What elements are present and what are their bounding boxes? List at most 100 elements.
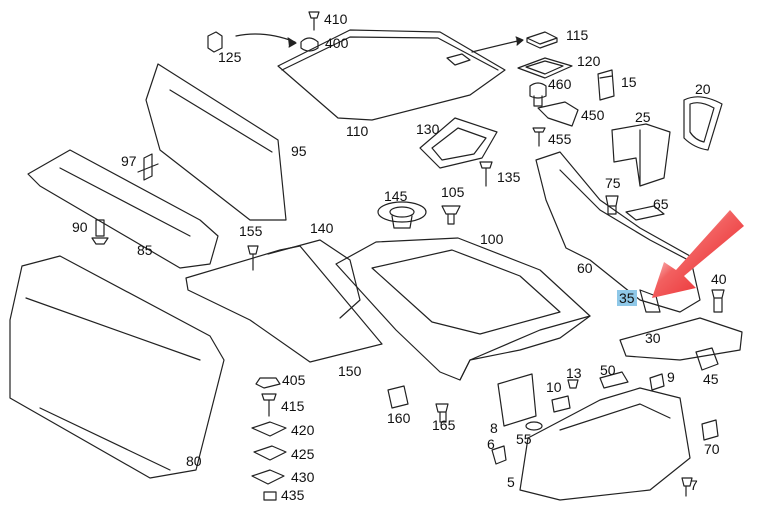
callout-135: 135 bbox=[497, 169, 521, 185]
part-405-washer bbox=[255, 377, 281, 389]
callout-125: 125 bbox=[218, 49, 242, 65]
part-100-tub bbox=[335, 237, 591, 381]
part-97-stud bbox=[137, 153, 159, 181]
callout-155: 155 bbox=[239, 223, 263, 239]
callout-30: 30 bbox=[645, 330, 661, 346]
part-120-frame bbox=[517, 57, 573, 79]
callout-10: 10 bbox=[546, 379, 562, 395]
callout-60: 60 bbox=[577, 260, 593, 276]
part-95-panel bbox=[145, 63, 287, 221]
part-400-knob bbox=[300, 37, 319, 52]
part-115-handle bbox=[526, 31, 558, 49]
part-75 bbox=[605, 195, 619, 215]
part-40 bbox=[711, 289, 725, 313]
callout-435: 435 bbox=[281, 487, 305, 503]
callout-5: 5 bbox=[507, 474, 515, 490]
callout-55: 55 bbox=[516, 431, 532, 447]
part-105 bbox=[441, 205, 461, 225]
part-13 bbox=[567, 379, 579, 389]
part-80-seatback bbox=[9, 255, 225, 479]
part-410-screw bbox=[308, 11, 320, 31]
callout-80: 80 bbox=[186, 453, 202, 469]
callout-410: 410 bbox=[324, 11, 348, 27]
part-30-bar bbox=[619, 317, 743, 361]
part-450-bracket bbox=[537, 101, 579, 127]
part-460 bbox=[529, 82, 547, 107]
part-110-floor-cover bbox=[277, 29, 506, 121]
part-160 bbox=[387, 385, 409, 409]
callout-65: 65 bbox=[653, 196, 669, 212]
part-10 bbox=[551, 395, 571, 413]
callout-405: 405 bbox=[282, 372, 306, 388]
callout-40: 40 bbox=[711, 271, 727, 287]
callout-13: 13 bbox=[566, 365, 582, 381]
callout-35-highlighted: 35 bbox=[617, 290, 637, 306]
red-arrow bbox=[652, 210, 744, 298]
part-7 bbox=[681, 477, 693, 497]
part-435 bbox=[263, 491, 277, 501]
callout-75: 75 bbox=[605, 175, 621, 191]
callout-150: 150 bbox=[338, 363, 362, 379]
part-60-trim bbox=[535, 151, 701, 313]
callout-415: 415 bbox=[281, 398, 305, 414]
callout-97: 97 bbox=[121, 153, 137, 169]
callout-425: 425 bbox=[291, 446, 315, 462]
part-50 bbox=[599, 371, 629, 389]
callout-140: 140 bbox=[310, 220, 334, 236]
part-65 bbox=[625, 205, 665, 221]
part-415-bolt bbox=[261, 393, 277, 417]
callout-45: 45 bbox=[703, 371, 719, 387]
part-165 bbox=[435, 403, 449, 423]
callout-6: 6 bbox=[487, 436, 495, 452]
part-130 bbox=[419, 117, 498, 169]
part-9 bbox=[649, 373, 665, 391]
part-145 bbox=[377, 201, 427, 223]
callout-460: 460 bbox=[548, 76, 572, 92]
callout-455: 455 bbox=[548, 131, 572, 147]
part-140-liner bbox=[267, 239, 361, 319]
callout-130: 130 bbox=[416, 121, 440, 137]
part-155 bbox=[247, 245, 259, 271]
callout-400: 400 bbox=[325, 35, 349, 51]
callout-7: 7 bbox=[690, 477, 698, 493]
callout-90: 90 bbox=[72, 219, 88, 235]
part-45 bbox=[695, 347, 719, 371]
callout-115: 115 bbox=[566, 27, 589, 43]
part-70 bbox=[701, 419, 719, 441]
callout-50: 50 bbox=[600, 362, 616, 378]
part-5-liner bbox=[519, 387, 691, 501]
callout-8: 8 bbox=[490, 420, 498, 436]
part-90 bbox=[91, 219, 109, 245]
callout-100: 100 bbox=[480, 231, 504, 247]
callout-165: 165 bbox=[432, 417, 456, 433]
part-430 bbox=[251, 469, 285, 485]
part-6 bbox=[491, 445, 507, 465]
callout-25: 25 bbox=[635, 109, 651, 125]
callout-15: 15 bbox=[621, 74, 637, 90]
callout-110: 110 bbox=[346, 123, 369, 139]
part-420 bbox=[251, 421, 287, 437]
callout-9: 9 bbox=[667, 369, 675, 385]
part-455-screw bbox=[532, 127, 546, 147]
callout-70: 70 bbox=[704, 441, 720, 457]
part-55 bbox=[525, 421, 543, 431]
callout-420: 420 bbox=[291, 422, 315, 438]
callout-105: 105 bbox=[441, 184, 465, 200]
part-135-screw bbox=[479, 161, 493, 187]
part-20 bbox=[683, 96, 723, 151]
part-15 bbox=[597, 69, 615, 101]
part-25 bbox=[611, 123, 671, 187]
part-125-clip bbox=[207, 31, 223, 53]
callout-95: 95 bbox=[291, 143, 307, 159]
part-8-cover bbox=[497, 373, 537, 427]
callout-430: 430 bbox=[291, 469, 315, 485]
part-35 bbox=[639, 289, 661, 313]
callout-20: 20 bbox=[695, 81, 711, 97]
callout-160: 160 bbox=[387, 410, 411, 426]
part-85-sill bbox=[27, 149, 219, 269]
callout-450: 450 bbox=[581, 107, 605, 123]
part-425 bbox=[253, 445, 287, 461]
callout-120: 120 bbox=[577, 53, 601, 69]
